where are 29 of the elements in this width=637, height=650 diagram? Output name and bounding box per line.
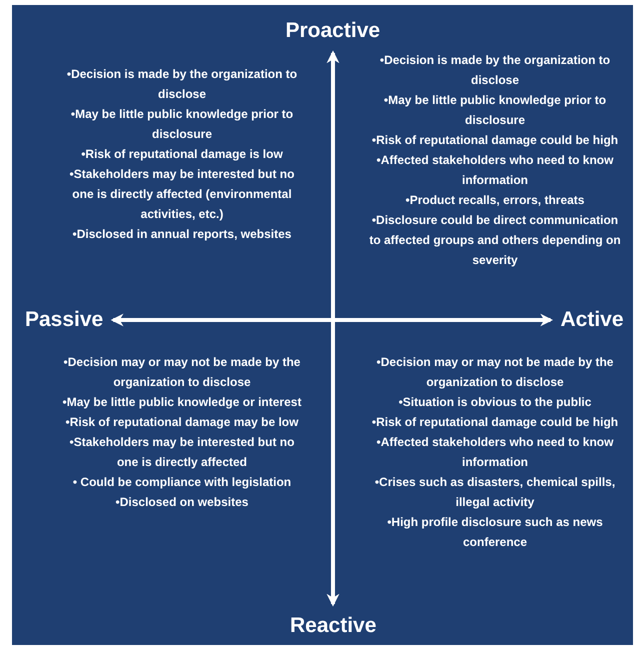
bullet-point: • Could be compliance with legislation [72, 474, 292, 491]
axis-label: Proactive [286, 19, 380, 43]
double-arrow [326, 50, 340, 607]
bullet-point: •Affected stakeholders who need to know information [376, 152, 614, 189]
axis-label: Passive [25, 308, 104, 332]
bullet-point: •Risk of reputational damage may be low [64, 414, 300, 431]
bullet-point: •Disclosure could be direct communication to affected groups and others depending on severity [368, 212, 622, 269]
bullet-point: •Decision may or may not be made by the organization to disclose [62, 354, 302, 391]
bullet-point: •May be little public knowledge or interest [62, 394, 302, 411]
bullet-point: •Risk of reputational damage could be high [370, 414, 620, 431]
bullet-point: •Situation is obvious to the public [398, 394, 592, 411]
bullet-point: •Disclosed in annual reports, websites [72, 226, 292, 243]
bullet-point: •Decision may or may not be made by the organization to disclose [376, 354, 614, 391]
bullet-point: •Affected stakeholders who need to know information [376, 434, 614, 471]
bullet-point: •Risk of reputational damage is low [80, 146, 284, 163]
bullet-point: •Decision is made by the organization to disclose [378, 52, 612, 89]
axis-label: Active [560, 308, 624, 332]
bullet-point: •High profile disclosure such as news conference [386, 514, 604, 551]
double-arrow [110, 314, 554, 326]
bullet-point: •May be little public knowledge prior to disclosure [382, 92, 608, 129]
bullet-point: •Disclosed on websites [114, 494, 250, 511]
axis-label: Reactive [290, 614, 376, 638]
bullet-point: •Crises such as disasters, chemical spills, illegal activity [374, 474, 616, 511]
bullet-point: •Stakeholders may be interested but no one is directly affected (environmental activities, etc.) [68, 166, 296, 223]
bullet-point: •Decision is made by the organization to disclose [66, 66, 298, 103]
bullet-point: •Product recalls, errors, threats [404, 192, 586, 209]
bullet-point: •Stakeholders may be interested but no one is directly affected [68, 434, 296, 471]
bullet-point: •May be little public knowledge prior to disclosure [70, 106, 294, 143]
bullet-point: •Risk of reputational damage could be high [370, 132, 620, 149]
